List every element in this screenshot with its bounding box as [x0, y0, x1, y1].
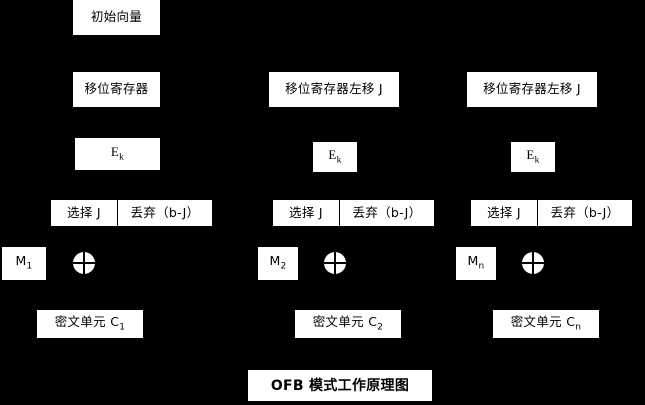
encrypt-sub-1: k — [119, 152, 125, 163]
ciphertext-box-n: 密文单元 Cn — [493, 310, 599, 338]
plaintext-sub-2: 2 — [280, 261, 287, 272]
discard-label-1: 丢弃（b-J） — [130, 204, 200, 220]
plaintext-label-1: M1 — [15, 255, 32, 272]
initial-vector-label: 初始向量 — [90, 9, 143, 25]
shift-register-label-2: 移位寄存器左移 J — [285, 81, 383, 97]
xor-icon-2 — [324, 252, 346, 274]
shift-register-label-n: 移位寄存器左移 J — [483, 81, 581, 97]
plaintext-base-1: M — [15, 253, 27, 269]
ciphertext-label-n: 密文单元 Cn — [510, 313, 582, 333]
encrypt-base-1: E — [110, 144, 120, 160]
ciphertext-label-1: 密文单元 C1 — [54, 313, 126, 333]
encrypt-base-2: E — [328, 147, 337, 163]
xor-vertical-bar-2 — [334, 252, 336, 274]
select-label-n: 选择 J — [487, 204, 521, 220]
diagram-title-box: OFB 模式工作原理图 — [248, 370, 432, 401]
shift-register-box-1: 移位寄存器 — [73, 72, 160, 107]
select-box-1: 选择 J — [51, 200, 117, 226]
select-label-1: 选择 J — [67, 204, 101, 220]
plaintext-base-n: M — [467, 253, 479, 269]
plaintext-sub-1: 1 — [26, 261, 33, 272]
plaintext-sub-n: n — [478, 261, 485, 272]
discard-box-n: 丢弃（b-J） — [538, 200, 632, 226]
xor-vertical-bar-1 — [83, 252, 85, 274]
ciphertext-subscript-n: n — [575, 322, 582, 333]
plaintext-label-n: Mn — [467, 255, 484, 272]
plaintext-box-n: Mn — [456, 247, 496, 280]
plaintext-box-2: M2 — [258, 247, 298, 280]
discard-box-1: 丢弃（b-J） — [118, 200, 212, 226]
plaintext-box-1: M1 — [2, 247, 46, 280]
discard-label-2: 丢弃（b-J） — [352, 204, 422, 220]
xor-icon-1 — [73, 252, 95, 274]
xor-vertical-bar-n — [532, 252, 534, 274]
plaintext-base-2: M — [269, 253, 281, 269]
select-label-2: 选择 J — [289, 204, 323, 220]
diagram-title: OFB 模式工作原理图 — [270, 377, 410, 394]
ciphertext-box-1: 密文单元 C1 — [37, 310, 143, 338]
discard-label-n: 丢弃（b-J） — [550, 204, 620, 220]
ciphertext-label-2: 密文单元 C2 — [312, 313, 384, 333]
encrypt-box-n: Ek — [511, 142, 555, 172]
select-box-2: 选择 J — [273, 200, 339, 226]
encrypt-sub-2: k — [336, 155, 342, 166]
ciphertext-subscript-1: 1 — [119, 322, 126, 333]
encrypt-label-2: Ek — [328, 148, 341, 166]
shift-register-box-2: 移位寄存器左移 J — [269, 72, 399, 107]
encrypt-sub-n: k — [534, 155, 540, 166]
encrypt-label-1: Ek — [111, 145, 124, 163]
shift-register-label-1: 移位寄存器 — [84, 81, 149, 97]
encrypt-base-n: E — [526, 147, 535, 163]
discard-box-2: 丢弃（b-J） — [340, 200, 434, 226]
ciphertext-box-2: 密文单元 C2 — [295, 310, 401, 338]
xor-icon-n — [522, 252, 544, 274]
initial-vector-box: 初始向量 — [73, 0, 160, 35]
shift-register-box-n: 移位寄存器左移 J — [467, 72, 597, 107]
ciphertext-base-2: 密文单元 C — [312, 313, 378, 329]
plaintext-label-2: M2 — [269, 255, 286, 272]
encrypt-label-n: Ek — [526, 148, 539, 166]
encrypt-box-1: Ek — [75, 138, 160, 170]
ciphertext-base-1: 密文单元 C — [54, 313, 120, 329]
ciphertext-subscript-2: 2 — [377, 322, 384, 333]
select-box-n: 选择 J — [471, 200, 537, 226]
encrypt-box-2: Ek — [313, 142, 357, 172]
ciphertext-base-n: 密文单元 C — [510, 313, 576, 329]
